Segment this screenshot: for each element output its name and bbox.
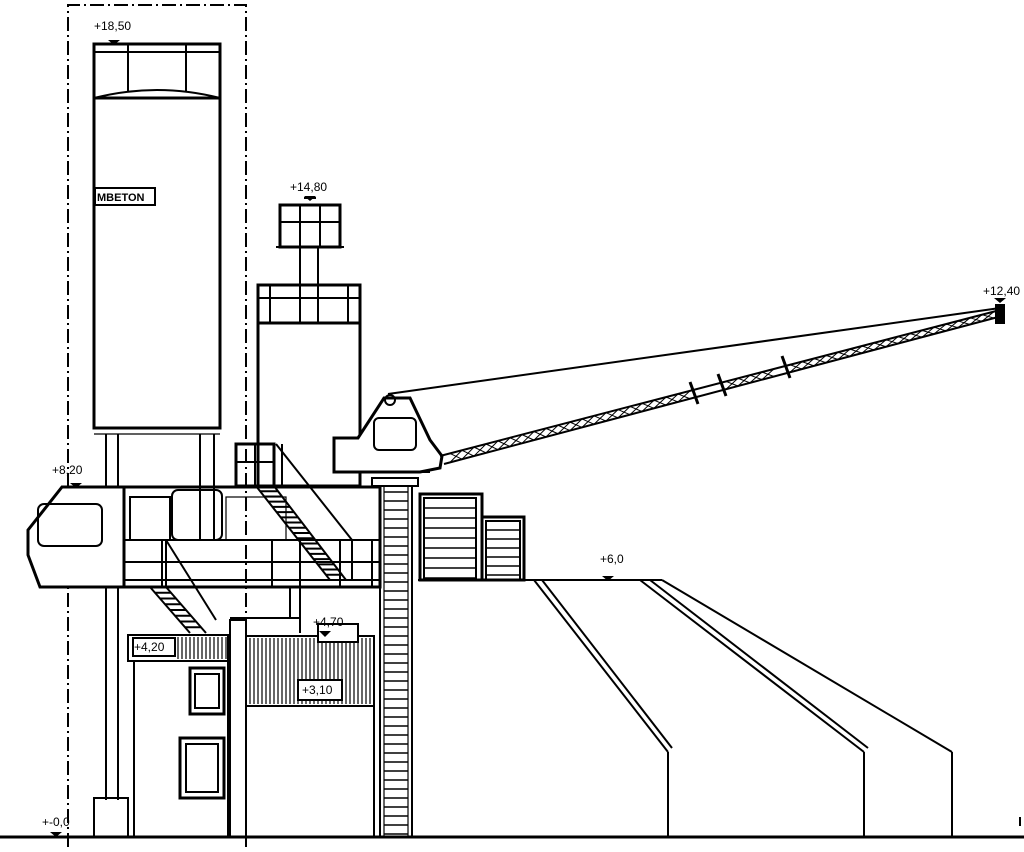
elevation-label-platform: +8,20: [52, 463, 83, 477]
boom-lattice-bar: [825, 351, 839, 364]
vertical-ladder: [371, 477, 419, 837]
boom-lattice-bar: [449, 449, 463, 463]
elevation-markers: [50, 40, 1006, 837]
aggregate-ramp: [418, 579, 953, 837]
lower-annex: [127, 619, 247, 838]
cement-silo: [92, 42, 222, 838]
elevation-label-ground: +-0,0: [42, 815, 70, 829]
boom-lattice-bar: [473, 443, 487, 457]
boom-lattice-bar: [981, 311, 995, 322]
boom-lattice-bar: [725, 377, 739, 390]
elevation-marker: [70, 483, 82, 488]
boom-lattice-bar: [641, 399, 655, 412]
boom-lattice-bar: [813, 354, 827, 367]
lower-stair: [149, 539, 217, 634]
boom-lattice-bar: [921, 326, 935, 338]
boom-lattice-bar: [957, 317, 971, 329]
boom-lattice-bar: [909, 329, 923, 341]
boom-lattice-bar: [873, 339, 887, 351]
elevation-marker: [994, 298, 1006, 303]
brand-label: MBETON: [97, 192, 145, 204]
skip-hoist-boxes: [418, 492, 526, 582]
elevation-label-annex-roof: +4,20: [134, 640, 165, 654]
boom-lattice-bar: [593, 412, 607, 425]
boom-lattice-bar: [885, 336, 899, 348]
boundary-dash-dot-outline: [67, 4, 247, 847]
boom-lattice-bar: [629, 402, 643, 416]
boom-lattice-bar: [861, 342, 875, 354]
boom-lattice-bar: [617, 406, 631, 419]
boom-lattice-bar: [969, 314, 983, 325]
boom-lattice-bar: [653, 396, 667, 409]
boom-lattice-bar: [545, 424, 559, 438]
boom-lattice-bar: [677, 390, 691, 403]
access-cage: [234, 442, 276, 488]
boom-lattice-bar: [945, 320, 959, 332]
elevation-marker: [602, 576, 614, 581]
elevation-marker: [319, 631, 331, 637]
lower-deck: [245, 623, 375, 837]
boom-lattice-bar: [749, 371, 763, 384]
elevation-marker: [50, 832, 62, 837]
boom-lattice-bar: [461, 446, 475, 460]
brand-label-box: MBETON: [94, 187, 156, 206]
elevation-label-silo-top: +18,50: [94, 19, 131, 33]
boom-lattice-bar: [509, 434, 523, 447]
boom-lattice-bar: [605, 409, 619, 422]
elevation-label-boom-tip: +12,40: [983, 284, 1020, 298]
elevation-label-landing: +4,70: [313, 615, 344, 629]
boom-lattice-bar: [897, 333, 911, 344]
crane-boom: [387, 304, 1005, 465]
boom-lattice-bar: [497, 437, 511, 451]
boom-lattice-bar: [789, 361, 803, 373]
ground-line: [0, 817, 1024, 839]
boom-lattice-bar: [933, 323, 947, 335]
boom-lattice-bar: [485, 440, 499, 454]
upper-stair: [255, 443, 353, 581]
elevation-label-ramp-top: +6,0: [600, 552, 624, 566]
boom-lattice-bar: [801, 358, 815, 370]
boom-lattice-bar: [761, 368, 775, 381]
elevation-marker: [304, 196, 316, 201]
elevation-label-tower-top: +14,80: [290, 180, 327, 194]
elevation-label-lower-deck: +3,10: [302, 683, 333, 697]
boom-lattice-bar: [837, 348, 851, 360]
boom-lattice-bar: [665, 393, 679, 406]
elevation-marker: [108, 40, 120, 45]
boom-lattice-bar: [581, 415, 595, 428]
boom-lattice-bar: [533, 428, 547, 441]
crane-cabin: [332, 394, 444, 474]
boom-lattice-bar: [849, 345, 863, 357]
boom-lattice-bar: [557, 421, 571, 435]
elevation-labels: +18,50 +14,80 +12,40 +8,20 +6,0 +4,70 +4…: [42, 19, 1020, 829]
boom-lattice-bar: [569, 418, 583, 431]
boom-lattice-bar: [521, 431, 535, 444]
boom-lattice-bar: [737, 374, 751, 387]
